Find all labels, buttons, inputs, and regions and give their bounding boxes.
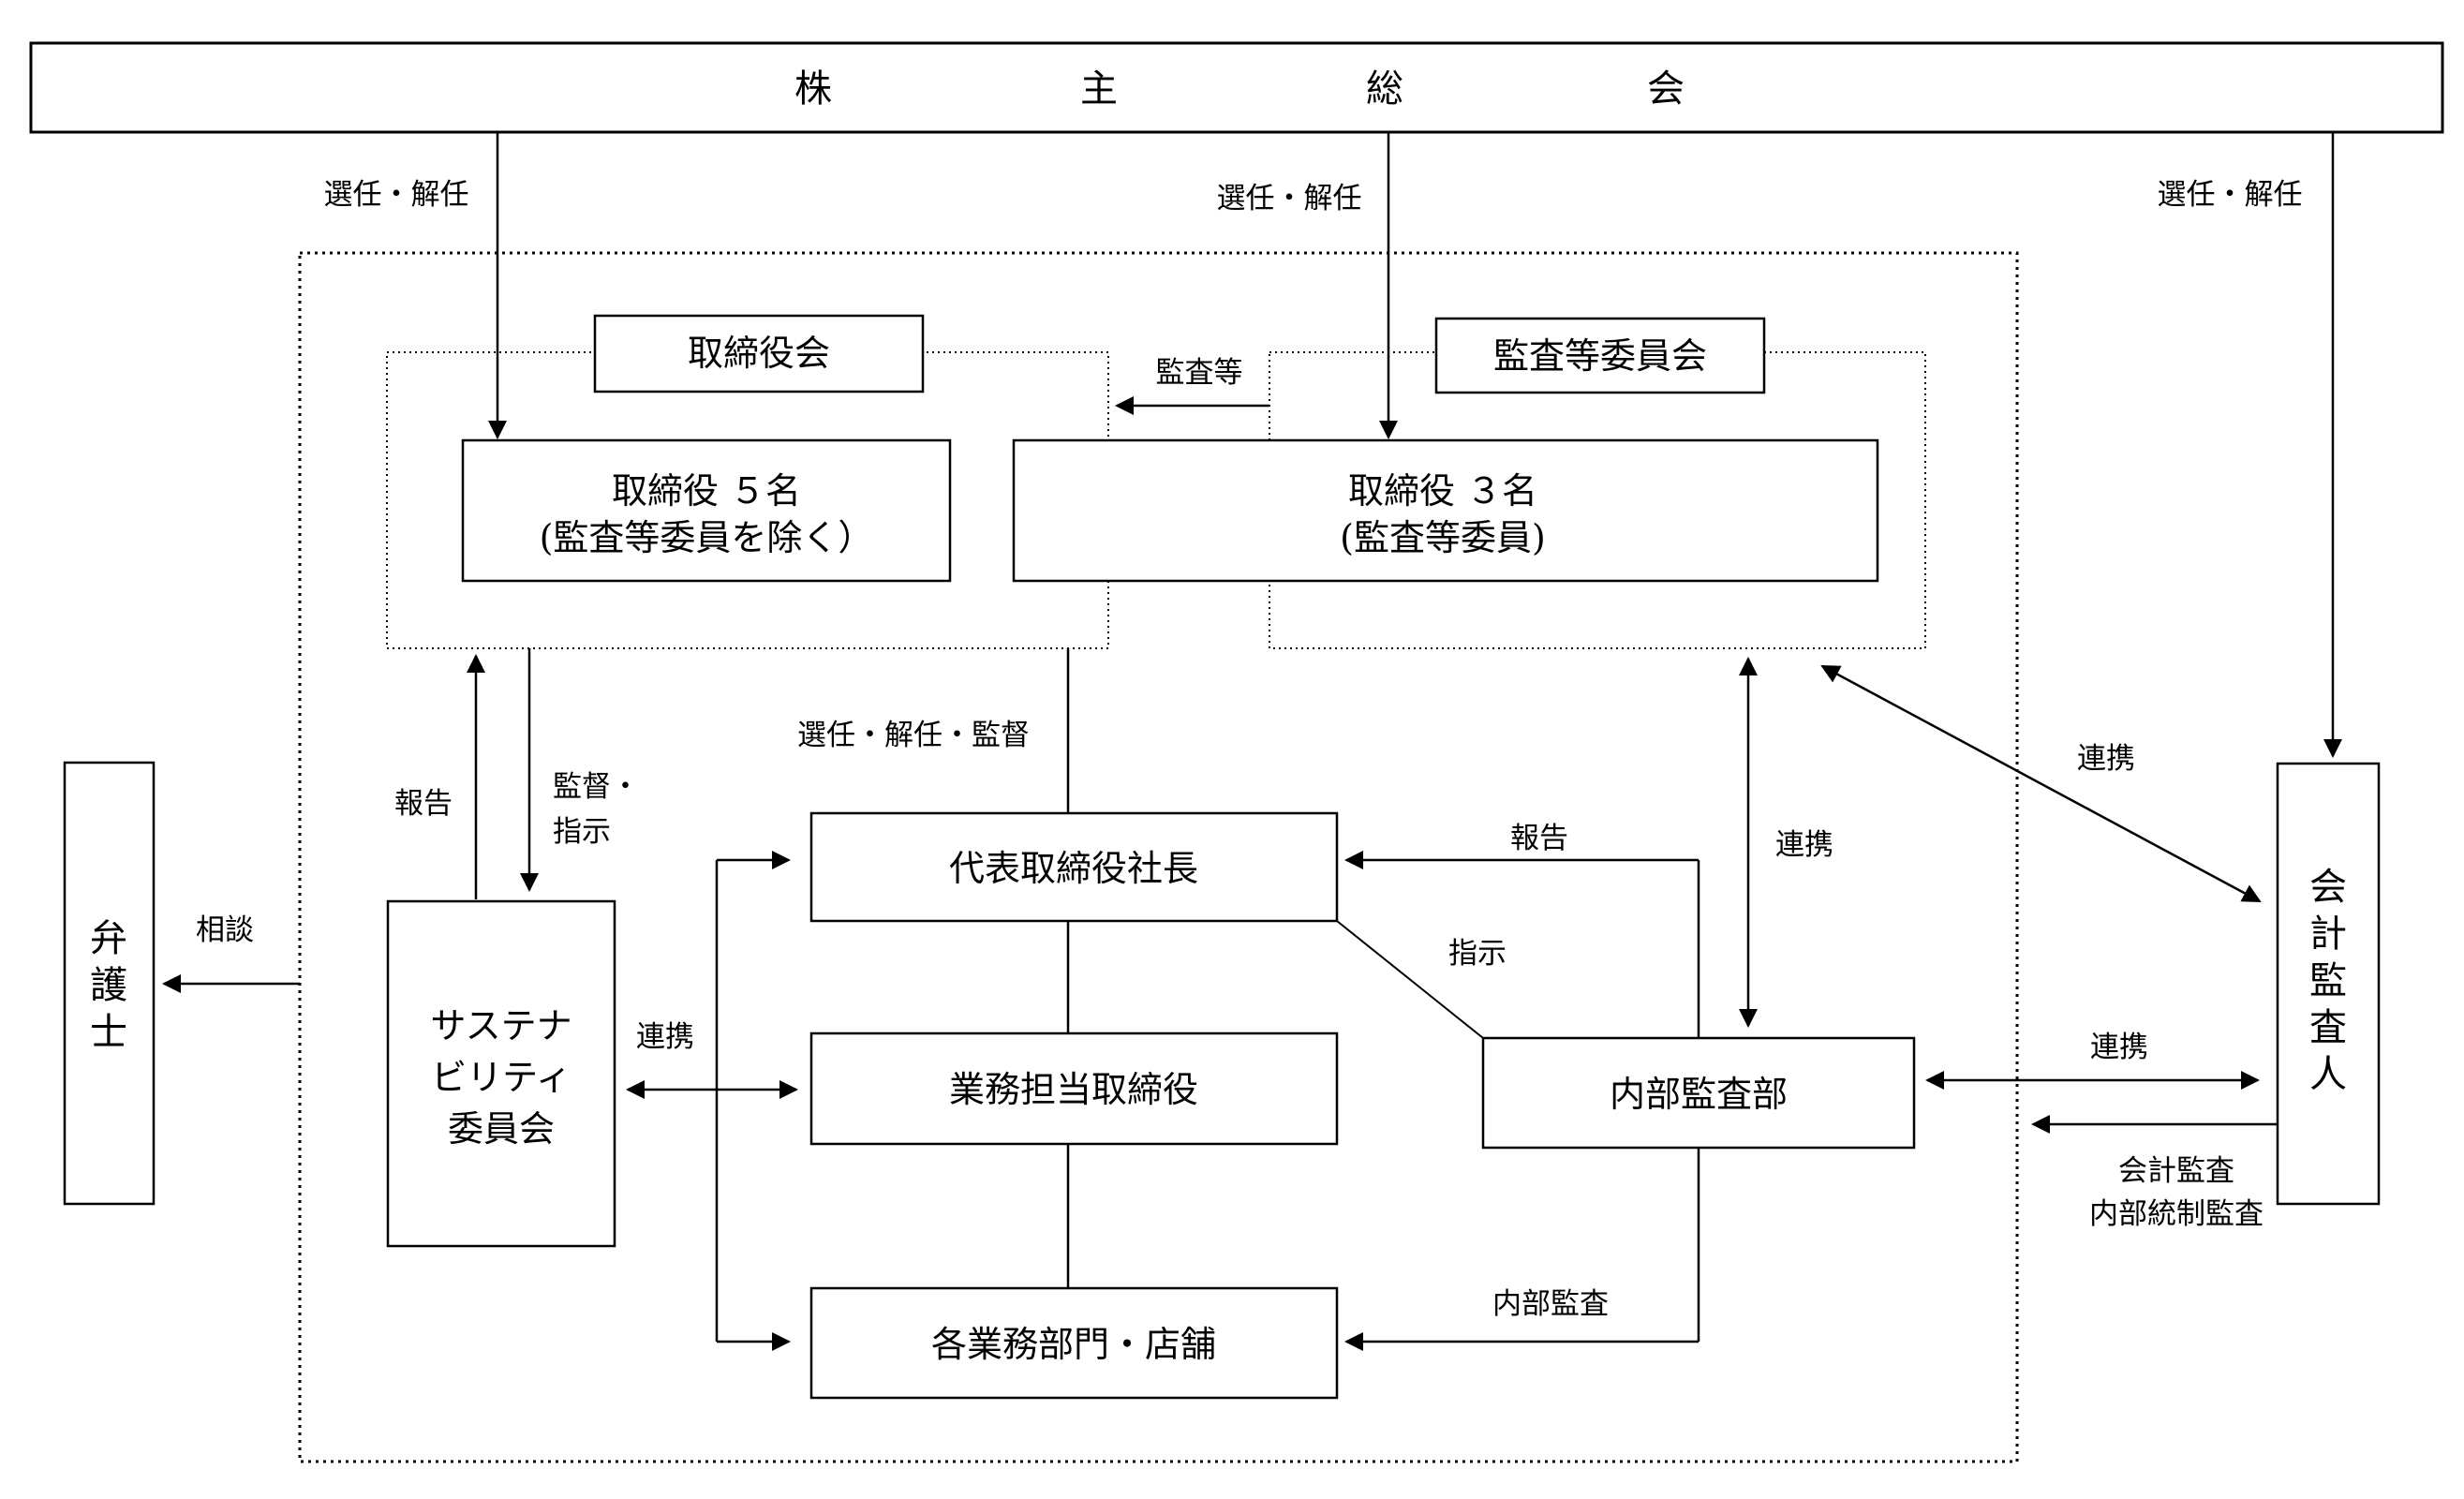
audit-members-box: [1012, 438, 1879, 583]
appoint-supervise-label: 選任・解任・監督: [797, 719, 1030, 752]
sustainability-line2: ビリティ: [431, 1057, 571, 1098]
audit-committee-title-box: [1434, 317, 1766, 394]
president-box: [809, 811, 1339, 923]
accountant-char-4: 査: [2309, 1006, 2347, 1049]
accountant-box: [2276, 762, 2381, 1206]
lawyer-char-1: 弁: [90, 917, 127, 960]
shareholders-char-1: 株: [794, 67, 832, 111]
report-label-left: 報告: [394, 787, 453, 821]
sustainability-line3: 委員会: [448, 1108, 555, 1150]
board-title-box: [593, 314, 925, 393]
business-directors-label: 業務担当取締役: [949, 1069, 1198, 1110]
internal-audit-dept-box: [1481, 1036, 1916, 1150]
shareholders-char-4: 会: [1647, 67, 1685, 111]
appoint-label-right: 選任・解任: [2158, 178, 2303, 212]
audit-accountant-cooperation-label: 連携: [2077, 742, 2135, 776]
audit-members-line2: (監査等委員): [1340, 517, 1546, 558]
business-directors-box: [809, 1031, 1339, 1146]
directors-line2: (監査等委員を除く）: [540, 517, 874, 558]
appoint-label-center: 選任・解任: [1217, 182, 1362, 215]
accountant-char-5: 人: [2309, 1053, 2347, 1096]
internal-audit-label: 内部監査: [1492, 1287, 1609, 1321]
report-internal-label: 報告: [1510, 822, 1568, 855]
shareholders-char-3: 総: [1366, 67, 1403, 111]
lawyer-char-2: 護: [90, 964, 127, 1007]
president-label: 代表取締役社長: [949, 848, 1198, 889]
lawyer-box: [63, 761, 156, 1206]
board-title: 取締役会: [688, 333, 830, 374]
departments-label: 各業務部門・店舗: [931, 1324, 1216, 1365]
supervise-label-1: 監督・: [553, 770, 640, 804]
audit-etc-label: 監査等: [1156, 356, 1243, 390]
sustainability-line1: サステナ: [430, 1005, 571, 1046]
internal-control-audit-label: 内部統制監査: [2089, 1197, 2264, 1231]
accountant-char-1: 会: [2309, 866, 2347, 909]
sust-cooperation-label: 連携: [636, 1020, 694, 1054]
appoint-label-left: 選任・解任: [324, 178, 469, 212]
company-boundary: [298, 251, 2019, 1463]
internal-audit-dept-label: 内部監査部: [1610, 1074, 1788, 1115]
departments-box: [809, 1286, 1339, 1400]
directors-box: [461, 438, 952, 583]
shareholders-meeting-box: 株 主 総 会: [29, 41, 2444, 134]
audit-internal-cooperation-label: 連携: [1775, 828, 1833, 862]
directors-line1: 取締役 ５名: [612, 470, 801, 512]
accounting-audit-label: 会計監査: [2118, 1154, 2234, 1188]
audit-committee-title: 監査等委員会: [1493, 335, 1707, 377]
sustainability-committee-box: [386, 899, 616, 1248]
audit-accountant-cooperation-arrow: [1820, 664, 2262, 903]
supervise-label-2: 指示: [553, 815, 611, 849]
accountant-char-3: 監: [2309, 959, 2347, 1002]
instruction-label: 指示: [1448, 937, 1507, 971]
audit-members-line1: 取締役 ３名: [1348, 470, 1537, 512]
internal-accountant-cooperation-label: 連携: [2090, 1031, 2148, 1064]
lawyer-char-3: 士: [90, 1011, 127, 1054]
instruction-line: [1336, 920, 1484, 1039]
shareholders-char-2: 主: [1080, 67, 1118, 111]
consult-label: 相談: [196, 913, 254, 947]
accountant-char-2: 計: [2309, 913, 2347, 956]
